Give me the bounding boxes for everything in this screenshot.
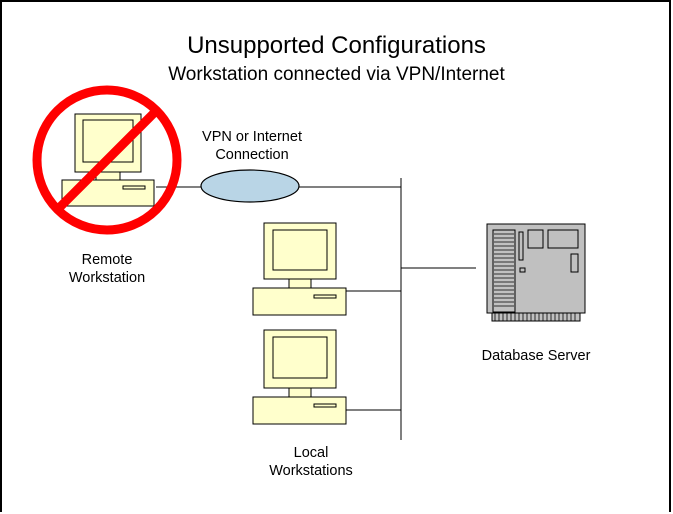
local-label-line2: Workstations — [269, 463, 353, 479]
database-server-icon — [486, 223, 586, 322]
remote-workstation-label: Remote Workstation — [47, 251, 167, 287]
local-label-line1: Local — [293, 445, 329, 461]
local-workstation-1-icon — [252, 222, 347, 316]
network-lines — [156, 178, 476, 440]
prohibited-sign-icon — [32, 85, 182, 235]
vpn-label-line2: Connection — [215, 147, 289, 163]
database-server-label: Database Server — [481, 348, 591, 364]
vpn-connection-label: VPN or Internet Connection — [182, 128, 322, 164]
vpn-label-line1: VPN or Internet — [202, 129, 302, 145]
remote-label-line2: Workstation — [68, 270, 146, 286]
vpn-cloud-icon — [200, 169, 300, 203]
remote-label-line1: Remote — [81, 252, 133, 268]
local-workstation-2-icon — [252, 329, 347, 425]
diagram-title: Unsupported Configurations — [187, 32, 486, 59]
diagram-subtitle: Workstation connected via VPN/Internet — [168, 64, 505, 85]
local-workstations-label: Local Workstations — [251, 444, 371, 480]
